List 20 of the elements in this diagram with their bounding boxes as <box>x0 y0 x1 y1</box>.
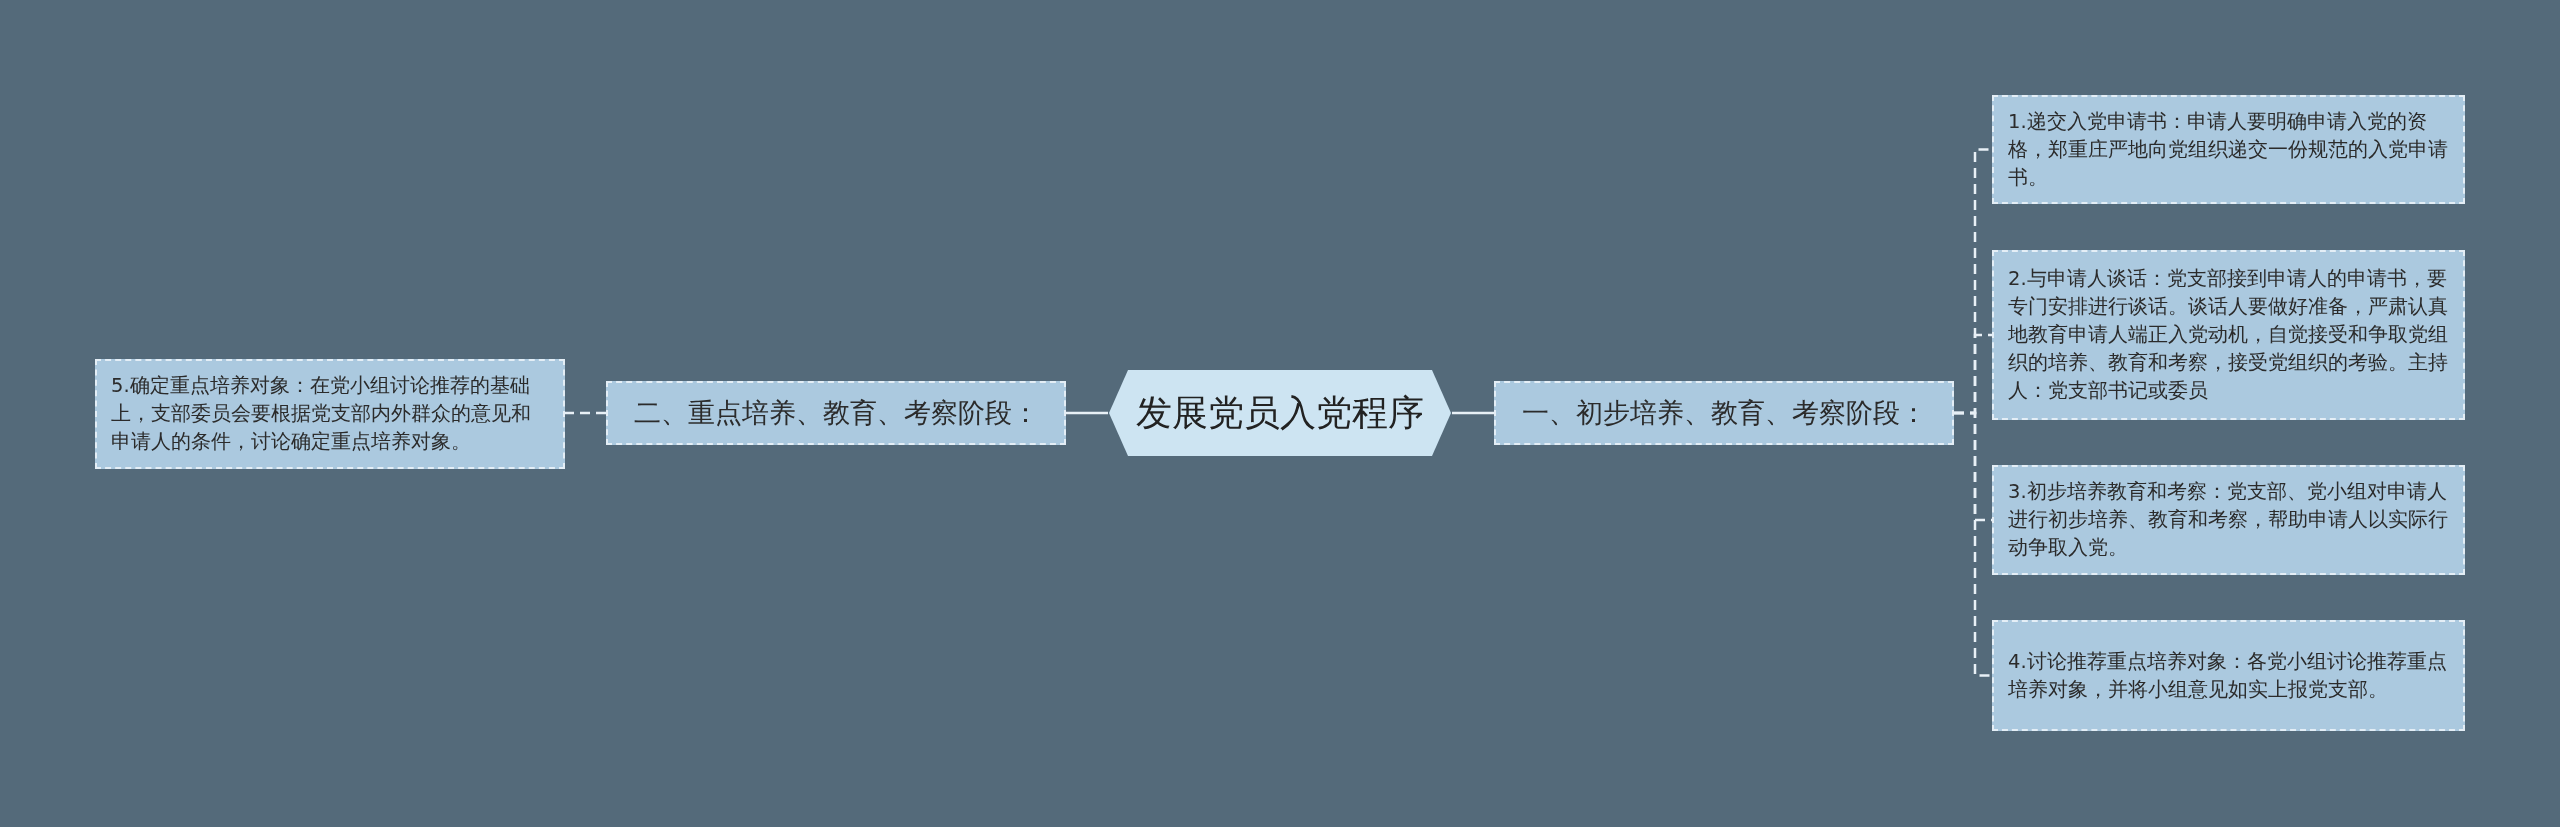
subtopic-box <box>1992 250 2465 420</box>
connector-line <box>1954 411 1992 677</box>
subtopic-box <box>1992 620 2465 731</box>
subtopic-text: 4.讨论推荐重点培养对象：各党小组讨论推荐重点培养对象，并将小组意见如实上报党支部。 <box>2008 648 2448 703</box>
topic-text: 发展党员入党程序 <box>1136 391 1424 435</box>
subtopic-text: 2.与申请人谈话：党支部接到申请人的申请书，要专门安排进行谈话。谈话人要做好准备，严肃认真地教育申请人端正入党动机，自觉接受和争取党组织的培养、教育和考察，接受党组织的考验。主持人：党支部书记或委员 <box>2008 266 2449 404</box>
subtopic-box <box>1992 95 2465 204</box>
connector-line <box>1066 411 1108 415</box>
topic-text: 二、重点培养、教育、考察阶段： <box>633 395 1039 430</box>
subtopic-text: 3.初步培养教育和考察：党支部、党小组对申请人进行初步培养、教育和考察，帮助申请人以实际行动争取入党。 <box>2008 479 2449 561</box>
subtopic-box <box>95 359 565 469</box>
connector-line <box>1452 411 1494 415</box>
central-topic-hexagon <box>1108 369 1452 457</box>
subtopic-box <box>1992 465 2465 575</box>
subtopic-text: 1.递交入党申请书：申请人要明确申请入党的资格，郑重庄严地向党组织递交一份规范的入党申请书。 <box>2008 108 2449 191</box>
connector-line <box>565 411 606 415</box>
subtopic-text: 5.确定重点培养对象：在党小组讨论推荐的基础上，支部委员会要根据党支部内外群众的意见和申请人的条件，讨论确定重点培养对象。 <box>111 373 532 455</box>
branch-topic-box <box>606 381 1066 445</box>
branch-topic-box <box>1494 381 1954 445</box>
topic-text: 一、初步培养、教育、考察阶段： <box>1521 395 1927 430</box>
